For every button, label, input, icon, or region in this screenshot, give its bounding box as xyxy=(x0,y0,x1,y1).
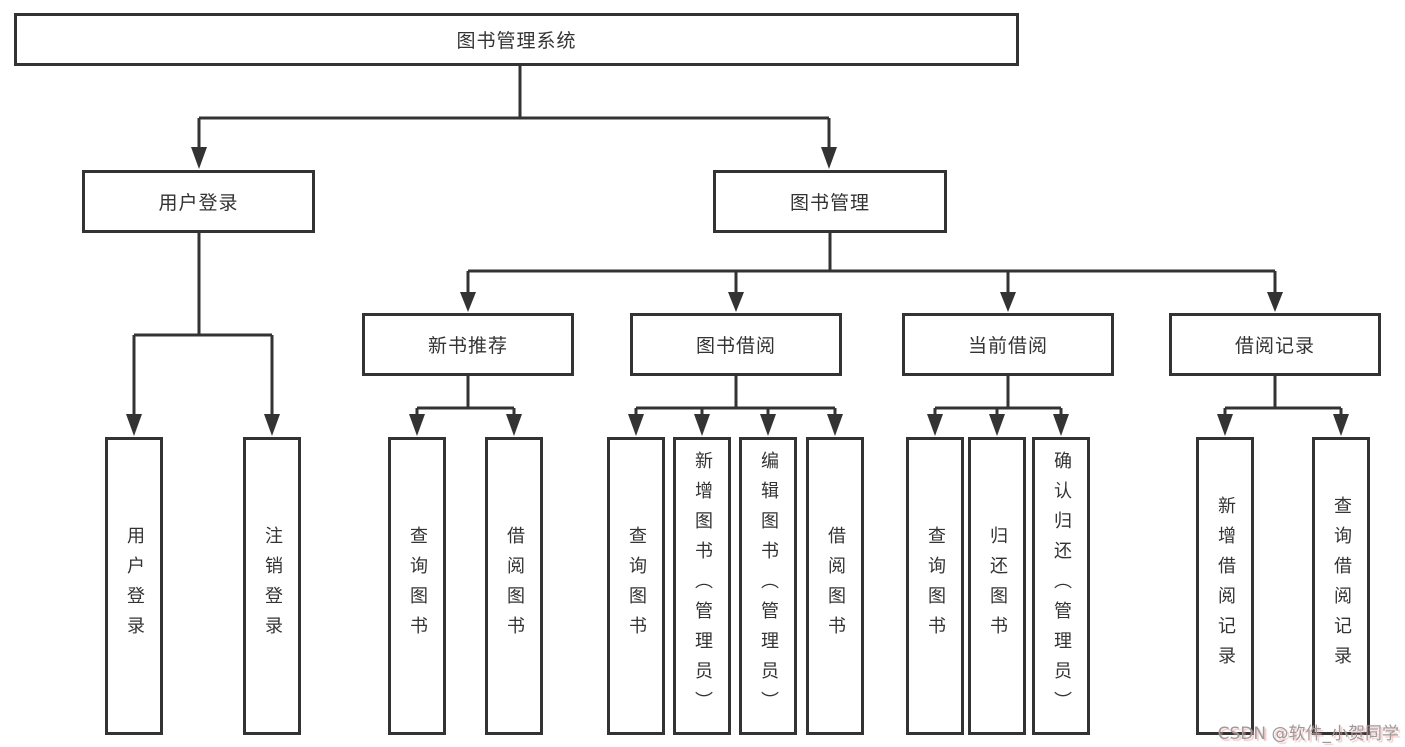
node-borrow-records: 借阅记录 xyxy=(1169,313,1381,376)
node-label: 用户登录 xyxy=(124,526,145,646)
leaf-bb-add-books-admin: 新增图书（管理员） xyxy=(673,437,731,735)
node-label: 注销登录 xyxy=(262,526,283,646)
leaf-logout: 注销登录 xyxy=(243,437,301,735)
node-current-borrow: 当前借阅 xyxy=(902,313,1114,376)
leaf-nb-query-books: 查询图书 xyxy=(388,437,446,735)
node-label: 借阅图书 xyxy=(504,526,525,646)
node-label: 当前借阅 xyxy=(967,335,1048,357)
leaf-bb-borrow-books: 借阅图书 xyxy=(806,437,864,735)
node-label: 查询图书 xyxy=(626,526,647,646)
leaf-bb-query-books: 查询图书 xyxy=(607,437,665,735)
node-label: 新书推荐 xyxy=(427,335,508,357)
leaf-cb-confirm-return-admin: 确认归还（管理员） xyxy=(1032,437,1090,735)
node-label: 新增图书（管理员） xyxy=(692,451,713,721)
node-label: 图书管理系统 xyxy=(456,30,577,52)
leaf-cb-return-books: 归还图书 xyxy=(968,437,1026,735)
node-label: 图书管理 xyxy=(789,192,870,214)
leaf-br-query-record: 查询借阅记录 xyxy=(1312,437,1370,735)
csdn-watermark: CSDN @软件_小贺同学 xyxy=(1217,724,1399,744)
node-label: 查询借阅记录 xyxy=(1331,496,1352,676)
node-label: 编辑图书（管理员） xyxy=(758,451,779,721)
leaf-bb-edit-books-admin: 编辑图书（管理员） xyxy=(739,437,797,735)
node-user-login-branch: 用户登录 xyxy=(82,170,315,233)
node-label: 确认归还（管理员） xyxy=(1051,451,1072,721)
node-book-management-branch: 图书管理 xyxy=(713,170,947,233)
leaf-br-add-record: 新增借阅记录 xyxy=(1196,437,1254,735)
node-root-system: 图书管理系统 xyxy=(14,13,1019,66)
node-label: 查询图书 xyxy=(407,526,428,646)
leaf-nb-borrow-books: 借阅图书 xyxy=(485,437,543,735)
node-label: 查询图书 xyxy=(925,526,946,646)
arrowheads xyxy=(126,147,1349,436)
node-label: 归还图书 xyxy=(987,526,1008,646)
node-new-book-recommend: 新书推荐 xyxy=(362,313,574,376)
leaf-user-login: 用户登录 xyxy=(105,437,163,735)
leaf-cb-query-books: 查询图书 xyxy=(906,437,964,735)
node-label: 用户登录 xyxy=(158,192,239,214)
node-label: 借阅图书 xyxy=(825,526,846,646)
node-book-borrow: 图书借阅 xyxy=(630,313,842,376)
node-label: 新增借阅记录 xyxy=(1215,496,1236,676)
node-label: 图书借阅 xyxy=(695,335,776,357)
node-label: 借阅记录 xyxy=(1234,335,1315,357)
